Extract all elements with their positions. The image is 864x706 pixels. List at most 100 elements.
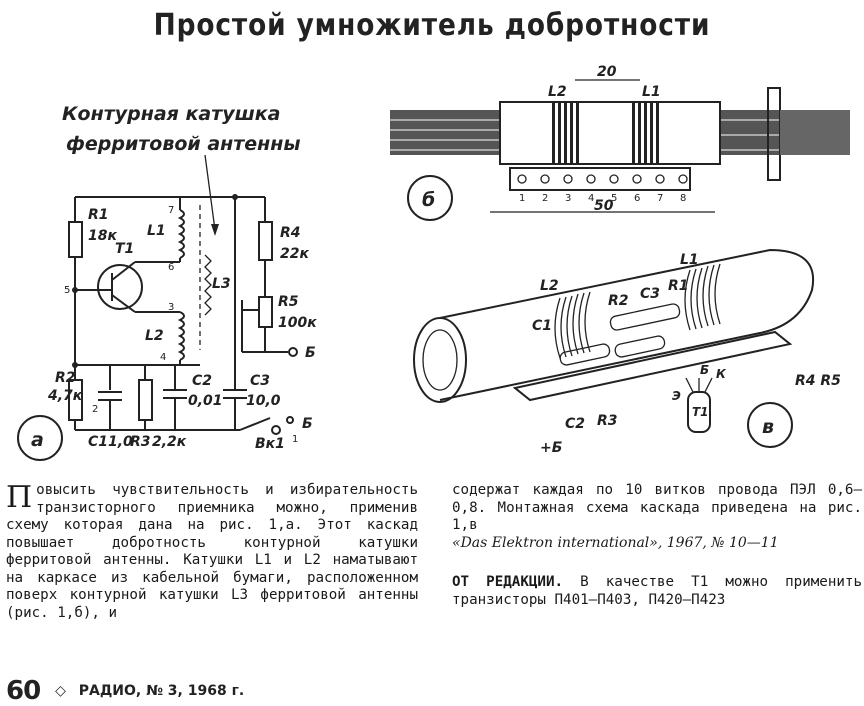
b-output-terminal: [288, 347, 298, 357]
svg-text:4: 4: [160, 352, 166, 363]
svg-text:6: 6: [634, 193, 640, 204]
t1-transistor: [97, 264, 143, 310]
r4-resistor: [258, 221, 273, 261]
l2-winding: [552, 102, 579, 164]
r4-label: R4: [280, 225, 301, 241]
r3-value: 2,2к: [152, 434, 187, 450]
callout-arrowhead: [211, 224, 219, 236]
svg-text:Э: Э: [672, 389, 681, 403]
svg-text:6: 6: [168, 262, 174, 273]
article-title: Простой умножитель добротности: [153, 8, 711, 43]
l3-coil: [204, 254, 212, 316]
r3-resistor: [138, 379, 153, 421]
r2-value: 4,7к: [47, 388, 83, 404]
svg-text:Б: Б: [700, 363, 709, 377]
l1-coil: [177, 209, 185, 259]
fig-b-l2-label: L2: [548, 84, 567, 100]
body-right-column: содержат каждая по 10 витков провода ПЭЛ…: [452, 482, 862, 609]
svg-text:4: 4: [588, 193, 594, 204]
c1-label: C1: [88, 434, 108, 450]
b-power-label: Б: [302, 416, 313, 432]
l1-winding: [632, 102, 659, 164]
svg-text:+Б: +Б: [540, 440, 562, 456]
c2-value: 0,01: [188, 393, 223, 409]
callout-line-2: ферритовой антенны: [66, 133, 301, 155]
editorial-note: ОТ РЕДАКЦИИ. В качестве T1 можно примени…: [452, 574, 862, 609]
dropcap: П: [6, 480, 33, 515]
t1-label: T1: [115, 241, 134, 257]
svg-text:8: 8: [680, 193, 686, 204]
source-citation: «Das Elektron international», 1967, № 10…: [452, 534, 779, 551]
callout-line-1: Контурная катушка: [62, 103, 280, 125]
coil-former: [499, 101, 721, 165]
fig-v-r1: [614, 335, 666, 358]
vk1-switch: [239, 417, 271, 431]
r5-resistor: [258, 296, 273, 328]
svg-text:К: К: [716, 367, 727, 381]
r2-label: R2: [55, 370, 76, 386]
fig-v-c3: [609, 303, 681, 331]
r1-value: 18к: [88, 228, 117, 244]
figure-b-label: б: [422, 189, 435, 211]
r4-value: 22к: [280, 246, 309, 262]
svg-text:3: 3: [168, 302, 174, 313]
r5-label: R5: [278, 294, 299, 310]
r5-value: 100к: [278, 315, 317, 331]
svg-text:R3: R3: [597, 413, 618, 429]
l2-label: L2: [145, 328, 164, 344]
diamond-icon: ◇: [55, 683, 66, 699]
b-output-label: Б: [305, 345, 316, 361]
page-number: 60: [6, 676, 41, 706]
page-footer: 60 ◇ РАДИО, № 3, 1968 г.: [6, 676, 244, 706]
r1-resistor: [68, 221, 83, 258]
svg-text:R4 R5: R4 R5: [795, 373, 841, 389]
c1-value: 1,0: [108, 434, 133, 450]
figure-v-assembly: L1 L2 C1 R2 C3 R1 R4 R5 C2 R3 T1 Э Б К +…: [413, 248, 841, 456]
svg-text:T1: T1: [692, 405, 709, 419]
fig-v-l1-winding: [684, 263, 721, 331]
editorial-text: В качестве T1 можно применить транзистор…: [452, 574, 863, 608]
vk1-label: Вк1: [255, 436, 285, 452]
figure-b-label-circle: [407, 175, 453, 221]
l1-label: L1: [147, 223, 166, 239]
figure-v-label-circle: [747, 402, 793, 448]
svg-text:C1: C1: [532, 318, 552, 334]
svg-text:R1: R1: [668, 278, 689, 294]
svg-text:5: 5: [611, 193, 617, 204]
l3-label: L3: [212, 276, 231, 292]
figure-a-schematic: Контурная катушка ферритовой антенны: [17, 103, 317, 461]
body-left-text: овысить чувствительность и избирательнос…: [6, 482, 418, 621]
svg-text:2: 2: [92, 404, 98, 415]
terminal-strip: [509, 167, 691, 191]
ferrite-rod-left: [390, 110, 500, 155]
ferrite-cylinder: [439, 248, 815, 401]
svg-text:2: 2: [542, 193, 548, 204]
svg-text:5: 5: [64, 285, 70, 296]
figure-a-label: а: [31, 429, 44, 451]
svg-text:L2: L2: [540, 278, 559, 294]
c3-value: 10,0: [246, 393, 281, 409]
figure-b-coil-layout: 1 2 3 4 5 6 7 8 20 50 L2 L1 б: [390, 64, 850, 221]
magazine-info: РАДИО, № 3, 1968 г.: [78, 683, 245, 699]
fig-b-l1-label: L1: [642, 84, 661, 100]
r1-label: R1: [88, 207, 109, 223]
svg-text:C2: C2: [565, 416, 585, 432]
fig-v-r2: [559, 343, 611, 366]
ferrite-rod-right: [780, 110, 850, 155]
c3-label: C3: [250, 373, 270, 389]
body-right-text: содержат каждая по 10 витков провода ПЭЛ…: [452, 482, 862, 533]
l2-coil: [177, 311, 185, 361]
editorial-head: ОТ РЕДАКЦИИ.: [452, 574, 564, 590]
svg-text:1: 1: [292, 434, 298, 445]
svg-text:R2: R2: [608, 293, 629, 309]
figure-v-label: в: [762, 416, 774, 438]
svg-text:L1: L1: [680, 252, 699, 268]
svg-text:7: 7: [168, 205, 174, 216]
dimension-50-label: 50: [594, 198, 614, 214]
dimension-20-label: 20: [597, 64, 617, 80]
figure-a-label-circle: [17, 415, 63, 461]
callout-arrow: [204, 154, 216, 231]
figures: Контурная катушка ферритовой антенны: [17, 64, 850, 461]
